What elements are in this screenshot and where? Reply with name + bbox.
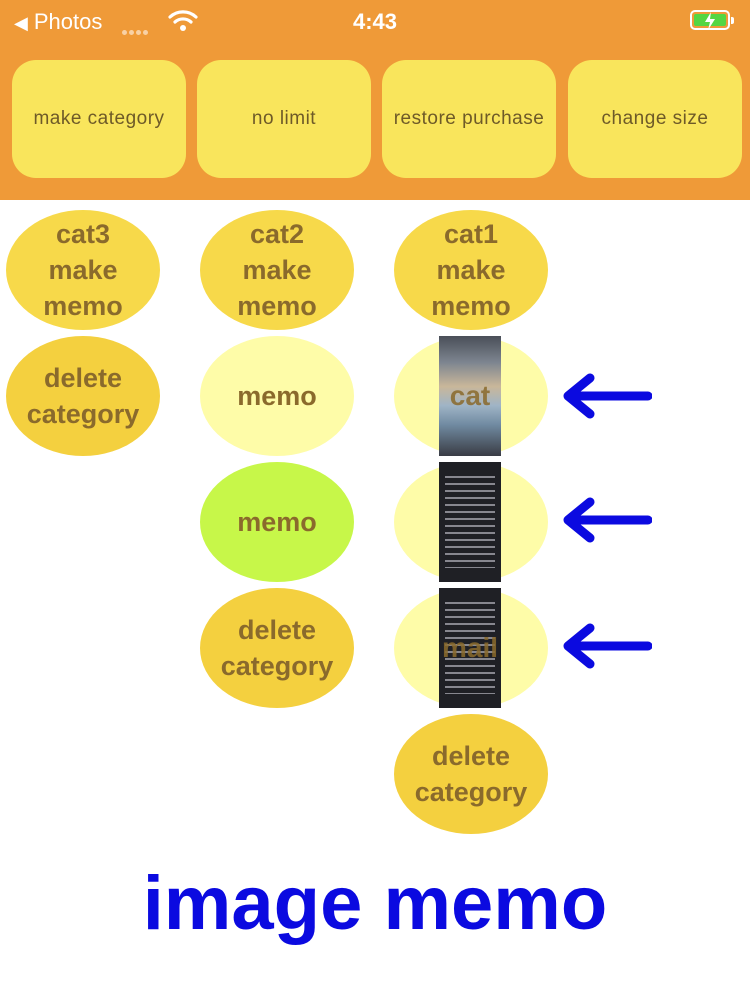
restore-purchase-button[interactable]: restore purchase xyxy=(382,60,556,178)
wifi-icon xyxy=(168,8,198,37)
pointer-arrow-icon xyxy=(563,373,652,419)
clock: 4:43 xyxy=(352,9,398,34)
make-category-button[interactable]: make category xyxy=(12,60,186,178)
cat3-make-memo-button[interactable]: cat3 make memo xyxy=(6,210,160,330)
pointer-arrow-icon xyxy=(563,497,652,543)
back-to-photos[interactable]: ◀Photos xyxy=(14,9,102,35)
screenshot-thumbnail[interactable] xyxy=(439,462,501,582)
back-label: Photos xyxy=(33,9,103,34)
image-memo-caption: mail xyxy=(441,632,499,663)
battery-icon xyxy=(690,10,734,30)
back-arrow-icon: ◀ xyxy=(14,13,28,33)
cat2-make-memo-button[interactable]: cat2 make memo xyxy=(200,210,354,330)
no-limit-button[interactable]: no limit xyxy=(197,60,371,178)
image-memo-caption: cat xyxy=(449,380,491,411)
status-bar: ◀Photos 4:43 xyxy=(0,0,750,44)
cat1-make-memo-button[interactable]: cat1 make memo xyxy=(394,210,548,330)
change-size-button[interactable]: change size xyxy=(568,60,742,178)
cat2-delete-category-button[interactable]: delete category xyxy=(200,588,354,708)
cat-photo-thumbnail[interactable]: cat xyxy=(439,336,501,456)
mail-screenshot-thumbnail[interactable]: mail xyxy=(439,588,501,708)
cat2-memo-item[interactable]: memo xyxy=(200,336,354,456)
pointer-arrow-icon xyxy=(563,623,652,669)
signal-icon xyxy=(122,22,150,40)
cat1-delete-category-button[interactable]: delete category xyxy=(394,714,548,834)
cat2-memo-item-selected[interactable]: memo xyxy=(200,462,354,582)
overlay-title: image memo xyxy=(142,861,608,946)
cat3-delete-category-button[interactable]: delete category xyxy=(6,336,160,456)
